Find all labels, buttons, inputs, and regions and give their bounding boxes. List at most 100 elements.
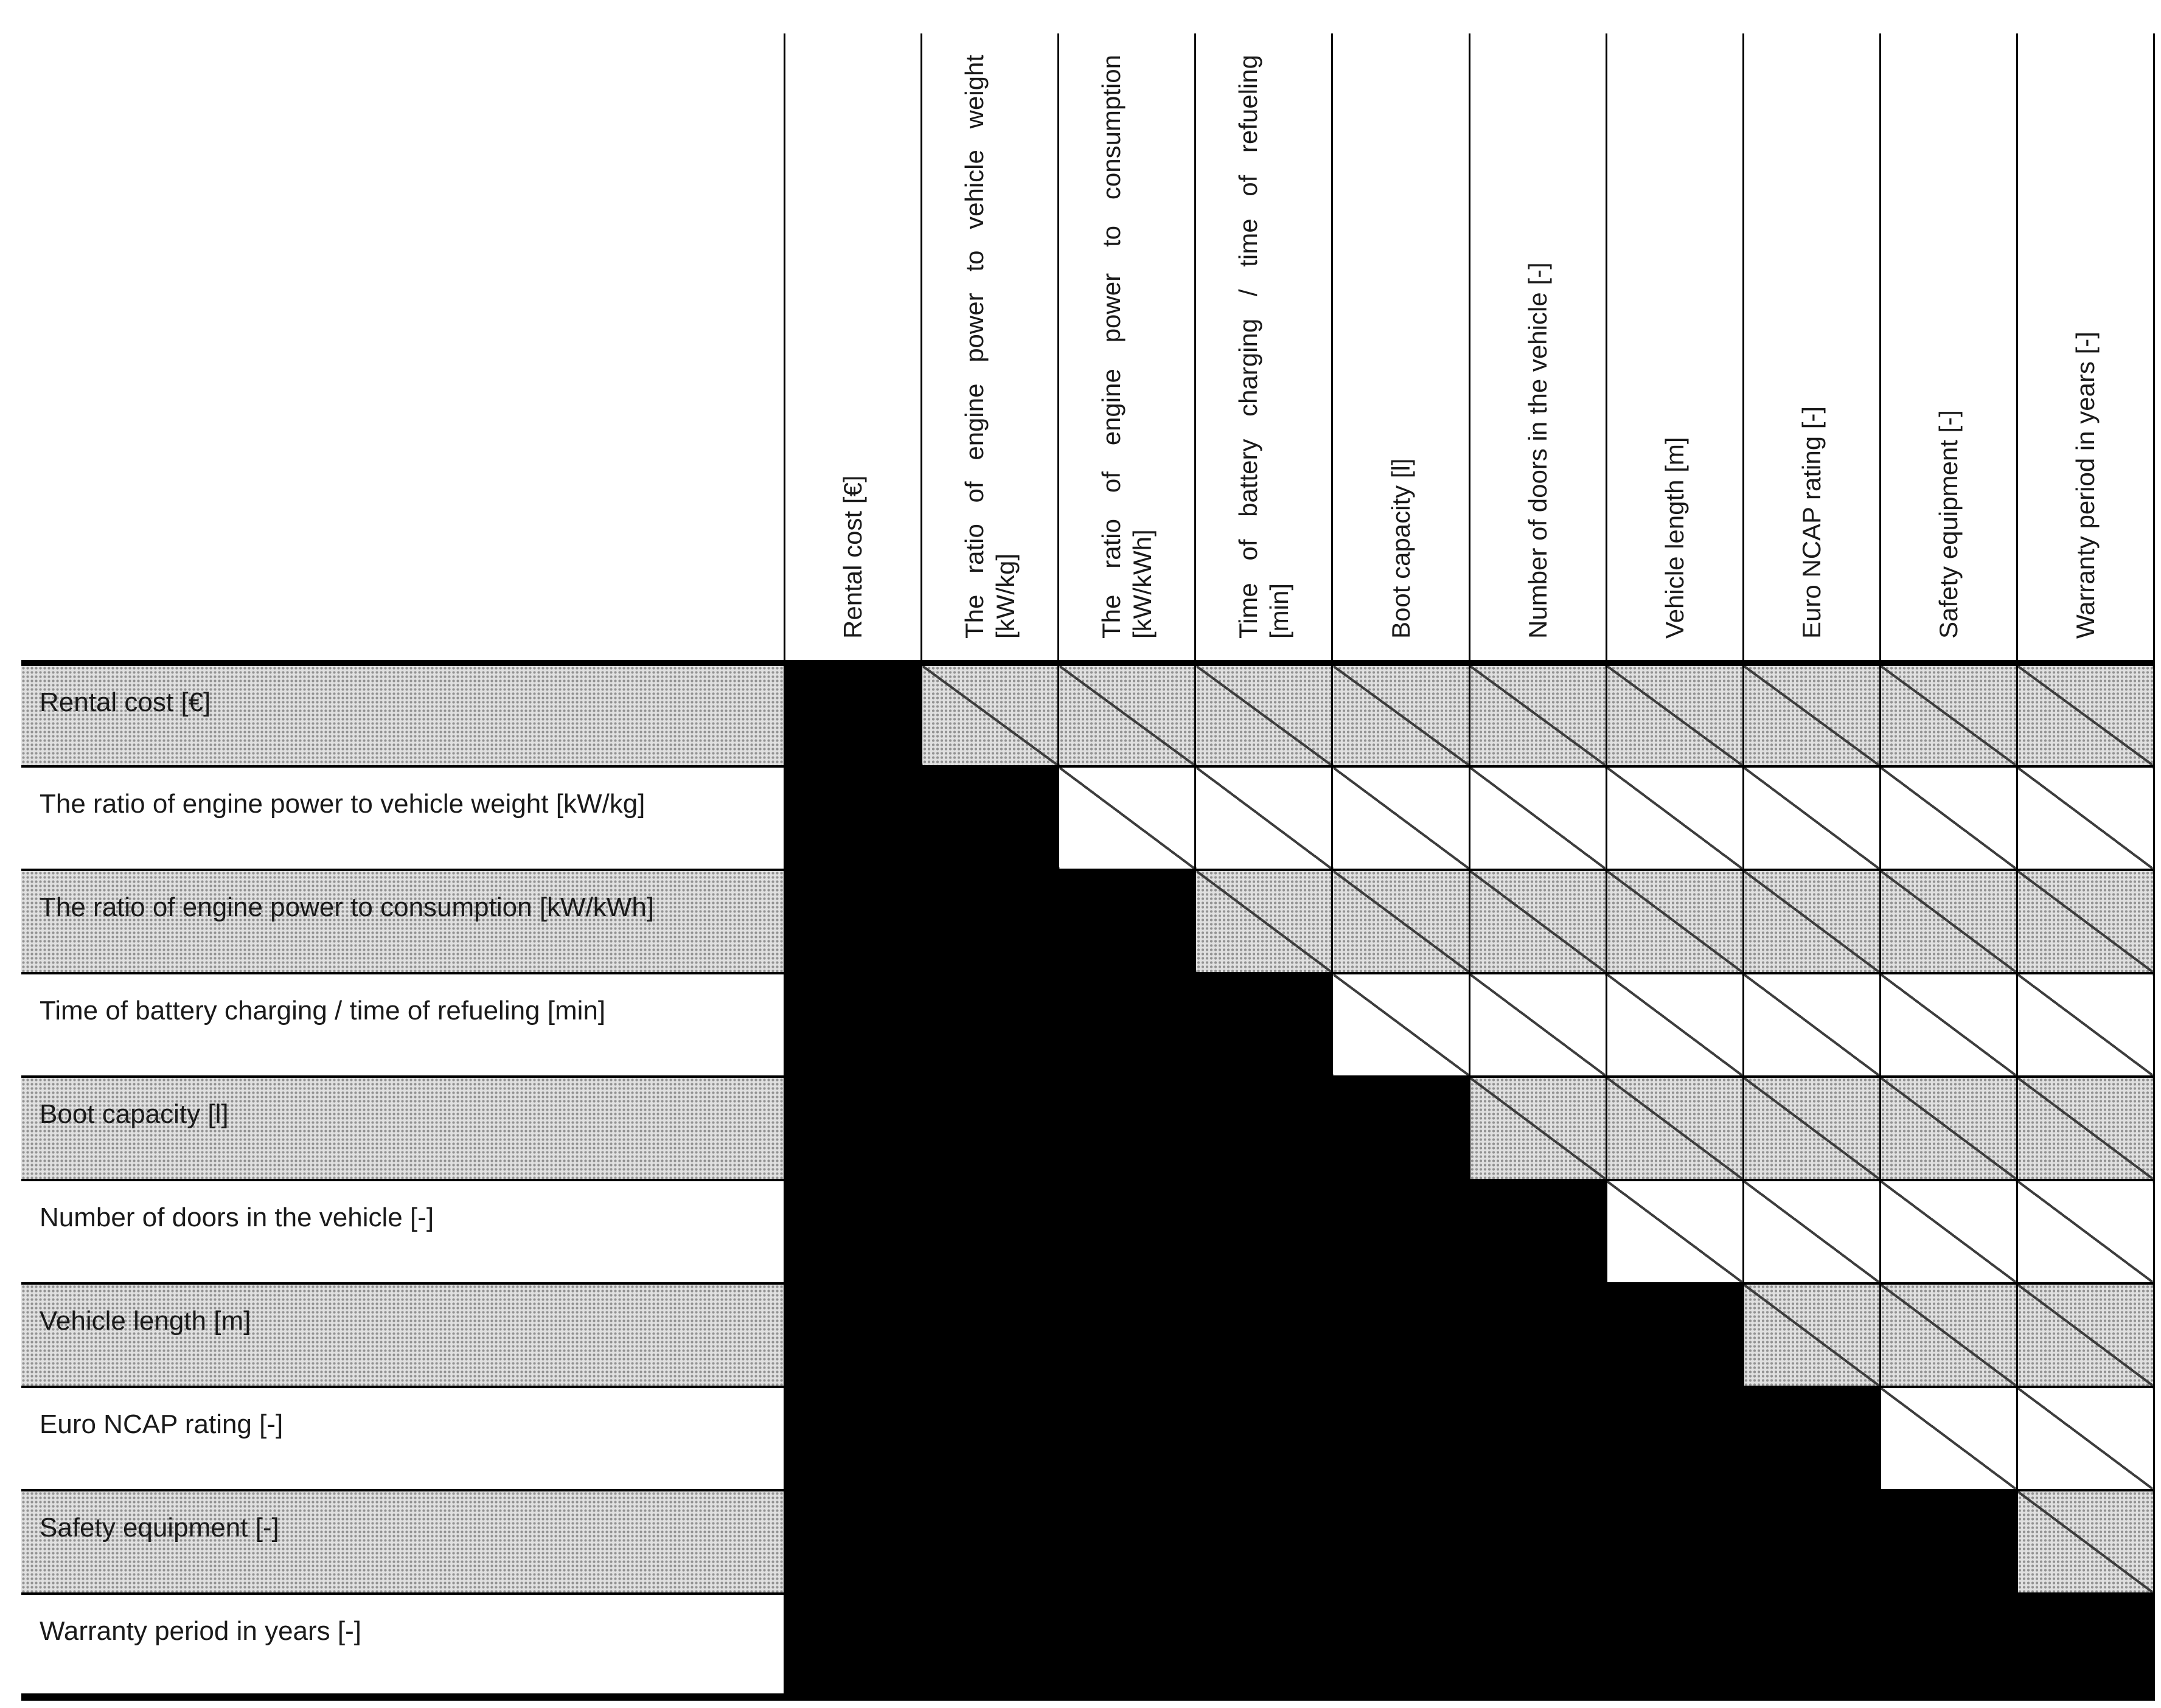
matrix-row: Warranty period in years [-] <box>21 1594 2156 1697</box>
criteria-comparison-matrix: Rental cost [€]The ratio of engine power… <box>21 33 2156 1701</box>
matrix-cell-diagonal <box>1331 973 1469 1077</box>
row-header: Rental cost [€] <box>21 663 785 766</box>
matrix-cell-black <box>1605 1387 1744 1490</box>
matrix-cell-black <box>1057 1077 1195 1180</box>
column-header-line: Boot capacity [l] <box>1386 458 1415 639</box>
row-header: Vehicle length [m] <box>21 1283 785 1387</box>
matrix-row: Euro NCAP rating [-] <box>21 1387 2156 1490</box>
column-header-line: [kW/kWh] <box>1128 529 1157 639</box>
matrix-row: The ratio of engine power to consumption… <box>21 870 2156 973</box>
column-header-line: Time of battery charging / time of refue… <box>1234 55 1263 639</box>
column-header-line: Safety equipment [-] <box>1934 410 1963 639</box>
column-header-label: Warranty period in years [-] <box>2070 55 2101 639</box>
matrix-cell-black <box>784 1180 922 1283</box>
matrix-cell-black <box>920 1077 1059 1180</box>
row-header: Warranty period in years [-] <box>21 1594 785 1697</box>
matrix-cell-black <box>784 1077 922 1180</box>
column-header: The ratio of engine power to consumption… <box>1057 33 1195 666</box>
matrix-cell-black <box>1057 1283 1195 1387</box>
matrix-cell-black <box>1331 1490 1469 1594</box>
matrix-cell-diagonal <box>1879 1283 2017 1387</box>
matrix-cell-diagonal <box>920 663 1059 766</box>
matrix-cell-black <box>1057 1594 1195 1697</box>
matrix-cell-diagonal <box>1468 870 1607 973</box>
matrix-cell-diagonal <box>2016 1490 2156 1594</box>
matrix-cell-black <box>784 663 922 766</box>
matrix-cell-diagonal <box>1742 766 1881 870</box>
column-header: Time of battery charging / time of refue… <box>1194 33 1332 666</box>
column-header: Boot capacity [l] <box>1331 33 1469 666</box>
matrix-cell-diagonal <box>2016 973 2156 1077</box>
matrix-cell-black <box>1605 1490 1744 1594</box>
column-header-line: Euro NCAP rating [-] <box>1797 406 1826 639</box>
matrix-cell-black <box>1468 1594 1607 1697</box>
matrix-row: Rental cost [€] <box>21 663 2156 766</box>
column-header: Euro NCAP rating [-] <box>1742 33 1881 666</box>
column-header-label: Vehicle length [m] <box>1659 55 1690 639</box>
matrix-cell-black <box>920 1490 1059 1594</box>
column-header-label: Time of battery charging / time of refue… <box>1233 55 1295 639</box>
row-header: Safety equipment [-] <box>21 1490 785 1594</box>
matrix-cell-diagonal <box>1468 1077 1607 1180</box>
matrix-cell-diagonal <box>1742 870 1881 973</box>
matrix-row: Vehicle length [m] <box>21 1283 2156 1387</box>
matrix-cell-black <box>1194 1077 1332 1180</box>
matrix-cell-diagonal <box>1742 973 1881 1077</box>
matrix-cell-black <box>1331 1387 1469 1490</box>
matrix-cell-diagonal <box>1605 1077 1744 1180</box>
matrix-cell-black <box>1057 1387 1195 1490</box>
column-header-line: Rental cost [€] <box>838 475 868 639</box>
matrix-cell-black <box>1194 973 1332 1077</box>
matrix-body: Rental cost [€]The ratio of engine power… <box>21 663 2156 1697</box>
matrix-cell-black <box>920 1594 1059 1697</box>
row-header: Boot capacity [l] <box>21 1077 785 1180</box>
matrix-cell-black <box>784 766 922 870</box>
matrix-cell-diagonal <box>1605 1180 1744 1283</box>
column-header-label: Euro NCAP rating [-] <box>1796 55 1827 639</box>
matrix-cell-diagonal <box>1194 766 1332 870</box>
matrix-cell-diagonal <box>1742 1180 1881 1283</box>
corner-cell <box>21 33 785 666</box>
matrix-cell-black <box>1194 1594 1332 1697</box>
matrix-cell-black <box>920 1283 1059 1387</box>
matrix-cell-black <box>1194 1387 1332 1490</box>
matrix-cell-black <box>920 1387 1059 1490</box>
matrix-cell-black <box>2016 1594 2156 1697</box>
matrix-cell-black <box>920 766 1059 870</box>
column-header-line: The ratio of engine power to vehicle wei… <box>959 55 989 639</box>
matrix-cell-diagonal <box>2016 1077 2156 1180</box>
matrix-cell-black <box>1331 1180 1469 1283</box>
row-header: Time of battery charging / time of refue… <box>21 973 785 1077</box>
matrix-cell-black <box>1468 1283 1607 1387</box>
matrix-cell-diagonal <box>1605 870 1744 973</box>
matrix-cell-diagonal <box>1742 1077 1881 1180</box>
matrix-cell-black <box>1331 1283 1469 1387</box>
matrix-cell-diagonal <box>1057 663 1195 766</box>
matrix-cell-black <box>784 870 922 973</box>
matrix-header: Rental cost [€] The ratio of engine power… <box>21 33 2156 666</box>
column-header: Vehicle length [m] <box>1605 33 1744 666</box>
matrix-cell-black <box>1331 1077 1469 1180</box>
matrix-row: Boot capacity [l] <box>21 1077 2156 1180</box>
matrix-cell-black <box>920 973 1059 1077</box>
column-header: Number of doors in the vehicle [-] <box>1468 33 1607 666</box>
row-header: Euro NCAP rating [-] <box>21 1387 785 1490</box>
column-header-label: Number of doors in the vehicle [-] <box>1522 55 1553 639</box>
matrix-row: The ratio of engine power to vehicle wei… <box>21 766 2156 870</box>
matrix-cell-diagonal <box>2016 1387 2156 1490</box>
matrix-cell-diagonal <box>1605 973 1744 1077</box>
matrix-cell-diagonal <box>2016 1180 2156 1283</box>
matrix-cell-diagonal <box>2016 1283 2156 1387</box>
matrix-cell-black <box>1057 973 1195 1077</box>
row-header: The ratio of engine power to vehicle wei… <box>21 766 785 870</box>
column-header-label: The ratio of engine power to vehicle wei… <box>959 55 1021 639</box>
matrix-cell-diagonal <box>1331 663 1469 766</box>
column-header-line: The ratio of engine power to consumption <box>1097 55 1126 639</box>
matrix-cell-black <box>920 1180 1059 1283</box>
column-header-label: The ratio of engine power to consumption… <box>1096 55 1158 639</box>
matrix-cell-black <box>1879 1490 2017 1594</box>
matrix-row: Time of battery charging / time of refue… <box>21 973 2156 1077</box>
row-header: Number of doors in the vehicle [-] <box>21 1180 785 1283</box>
matrix-cell-diagonal <box>1742 663 1881 766</box>
column-header-line: [kW/kg] <box>991 553 1020 639</box>
